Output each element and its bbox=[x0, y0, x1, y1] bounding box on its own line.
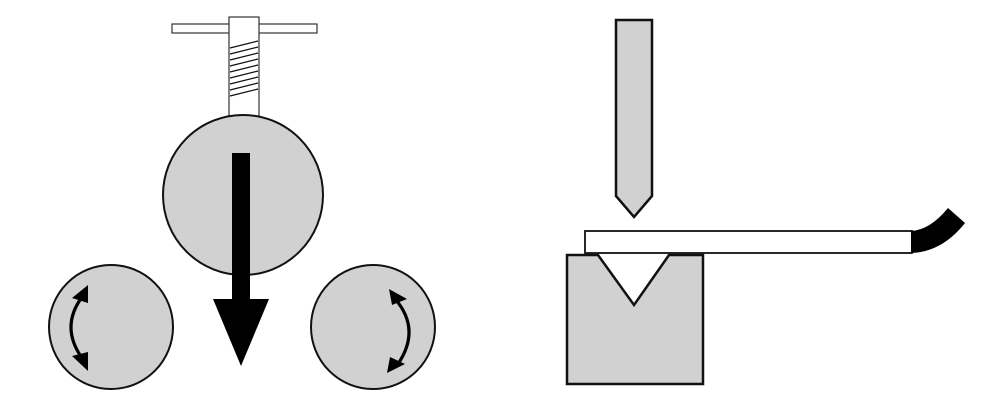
left-bottom-roller bbox=[48, 264, 174, 390]
screw-threads bbox=[229, 40, 259, 97]
right-bottom-roller bbox=[310, 264, 436, 390]
adjusting-screw bbox=[228, 16, 260, 120]
rotation-arrow-icon-left bbox=[69, 285, 88, 371]
punch bbox=[614, 18, 654, 219]
v-die bbox=[565, 253, 705, 386]
downward-force-arrow-icon bbox=[213, 153, 269, 366]
bent-end bbox=[911, 208, 965, 253]
press-brake-panel bbox=[565, 18, 965, 386]
sheet-workpiece bbox=[584, 230, 913, 254]
rotation-arrow-icon-right bbox=[387, 289, 411, 373]
roll-bending-panel bbox=[48, 16, 436, 390]
